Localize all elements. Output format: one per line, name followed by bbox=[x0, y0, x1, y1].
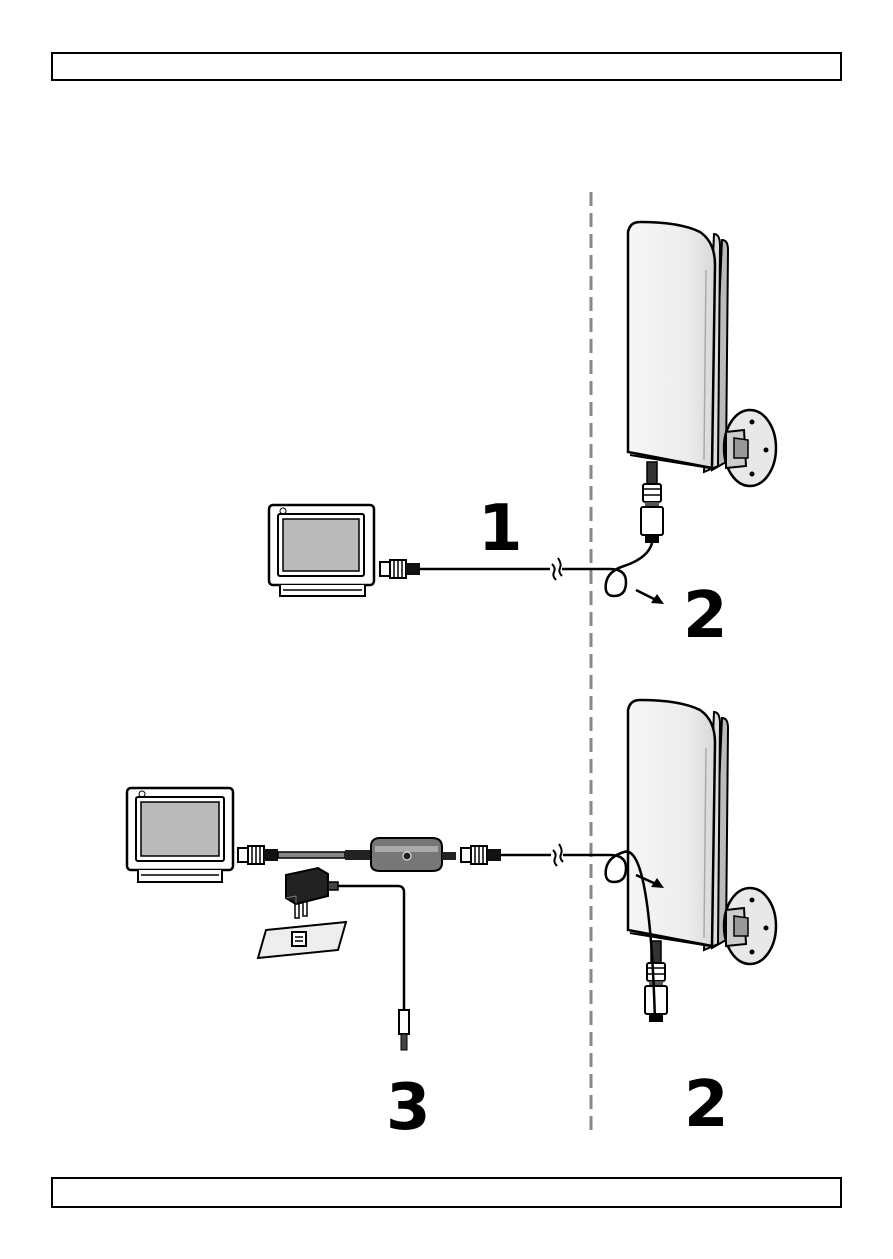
upper-tv-icon bbox=[269, 505, 374, 596]
amplifier-icon bbox=[371, 838, 456, 871]
footer-box bbox=[51, 1177, 842, 1208]
upper-antenna-icon bbox=[628, 222, 776, 486]
step-2-label-upper: 2 bbox=[683, 579, 728, 653]
lower-tv-plug-icon bbox=[238, 846, 278, 864]
tv-to-amplifier-cable bbox=[278, 850, 371, 860]
upper-coax-cable bbox=[420, 543, 652, 596]
step-3-label: 3 bbox=[386, 1071, 431, 1145]
step-2-label-lower: 2 bbox=[684, 1068, 729, 1142]
amplifier-output-plug-icon bbox=[461, 846, 501, 864]
power-cable bbox=[338, 886, 404, 1010]
power-adapter-icon bbox=[286, 868, 338, 918]
power-plug-icon bbox=[399, 1010, 409, 1050]
upper-tv-plug-icon bbox=[380, 560, 420, 578]
upper-antenna-connector-icon bbox=[641, 462, 663, 543]
wall-outlet-icon bbox=[258, 922, 346, 958]
lower-tv-icon bbox=[127, 788, 233, 882]
lower-antenna-connector-icon bbox=[645, 941, 667, 1022]
upper-loop-arrow bbox=[636, 590, 664, 604]
step-1-label: 1 bbox=[478, 492, 523, 566]
